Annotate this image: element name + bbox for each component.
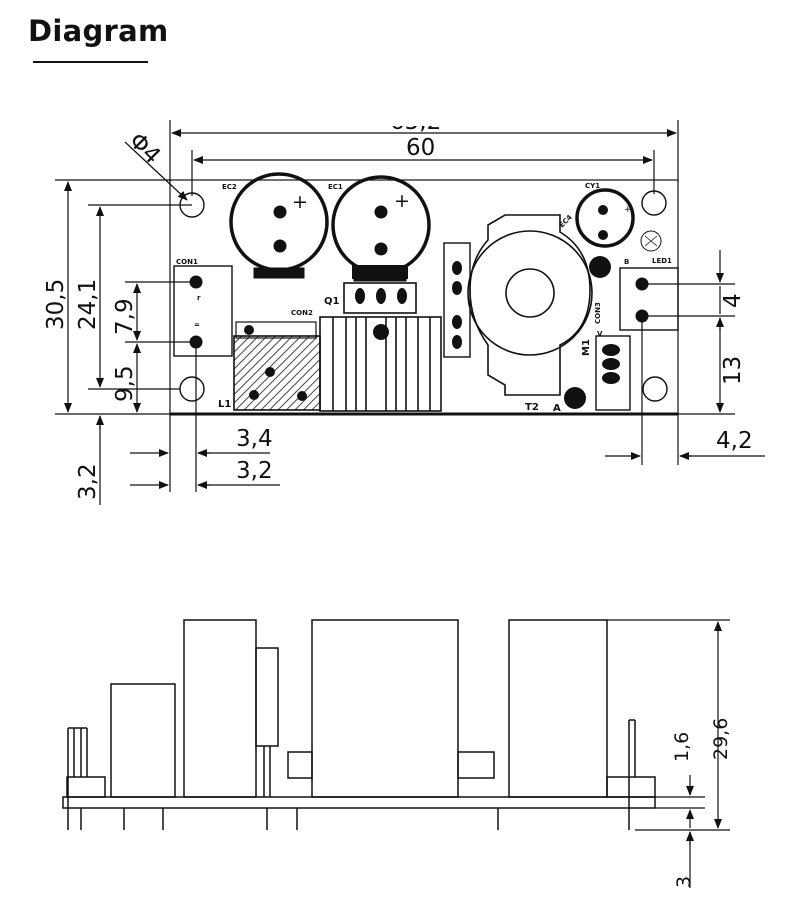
side-small-part (287, 751, 313, 779)
dim-lead-offset-1: 3,4 (236, 426, 273, 452)
heatsink (319, 316, 442, 412)
component-m1 (595, 335, 631, 411)
mounting-hole-bottom-right (642, 376, 668, 402)
transistor-q1 (343, 265, 417, 314)
mounting-hole-bottom-left (179, 376, 205, 402)
label-con3-v: V (597, 330, 603, 338)
mounting-hole-top-right (641, 190, 667, 216)
led1 (640, 230, 662, 252)
label-t2: T2 (525, 402, 539, 413)
svg-text:r: r (197, 294, 201, 302)
dim-con3-pitch: 4 (720, 293, 746, 308)
label-con1: CON1 (176, 258, 198, 266)
side-dimensions (607, 619, 730, 888)
side-t2 (508, 619, 608, 798)
connector-slot (443, 242, 471, 358)
side-view (62, 619, 656, 830)
svg-text:+: + (394, 190, 410, 212)
dim-con1-pitch: 7,9 (112, 298, 138, 335)
svg-text:+: + (292, 191, 308, 213)
side-ec1 (311, 619, 459, 798)
dim-hole-diameter: Φ4 (124, 128, 166, 170)
capacitor-ec2: + (229, 172, 329, 279)
side-dimension-labels: 29,6 1,6 3 (671, 718, 732, 888)
connector-con1: r = (173, 265, 233, 357)
top-dimension-labels: 65,2 60 Φ4 30,5 24,1 7,9 9,5 3,2 3,4 3,2… (43, 106, 753, 500)
dim-lead-offset-2: 3,2 (236, 458, 273, 484)
label-l1: L1 (218, 399, 231, 410)
heading-underline (33, 61, 148, 63)
inductor-l1 (233, 321, 321, 411)
transformer-t2 (467, 214, 593, 409)
capacitor-cy1: + (575, 188, 635, 248)
label-pin-a: A (553, 403, 561, 414)
dim-total-height: 29,6 (710, 718, 732, 760)
side-box-left (110, 683, 176, 798)
pcb-side (62, 796, 656, 809)
dim-hole-span: 60 (406, 135, 435, 161)
label-ec2: EC2 (222, 183, 237, 191)
label-pin-b: B (624, 258, 629, 266)
top-view: + + + r = (169, 172, 679, 416)
label-m1: M1 (581, 339, 592, 356)
dim-board-thickness: 1,6 (671, 732, 693, 762)
label-ec1: EC1 (328, 183, 343, 191)
svg-text:+: + (624, 205, 632, 215)
dim-right-offset: 4,2 (716, 428, 753, 454)
label-cy1: CY1 (585, 182, 600, 190)
dim-pin-length: 3 (673, 876, 695, 888)
connector-con3 (619, 267, 679, 331)
label-con2: CON2 (291, 309, 313, 317)
diagram-heading: Diagram (28, 14, 169, 48)
dim-overall-height: 30,5 (43, 279, 69, 330)
component-labels: EC2 EC1 CY1 EC4 CON1 CON2 Q1 L1 T2 A CON… (176, 182, 672, 414)
side-ec2 (183, 619, 257, 798)
component-ec4 (589, 256, 611, 278)
label-q1: Q1 (324, 296, 340, 307)
dim-bottom-offset: 3,2 (75, 463, 101, 500)
svg-text:=: = (194, 321, 200, 329)
dim-con1-offset: 9,5 (112, 365, 138, 402)
label-led1: LED1 (652, 257, 672, 265)
dim-con3-height: 13 (720, 356, 746, 385)
dim-hole-height: 24,1 (75, 279, 101, 330)
side-con1 (66, 776, 106, 798)
top-dimensions (55, 120, 765, 505)
label-con3: CON3 (594, 302, 602, 324)
